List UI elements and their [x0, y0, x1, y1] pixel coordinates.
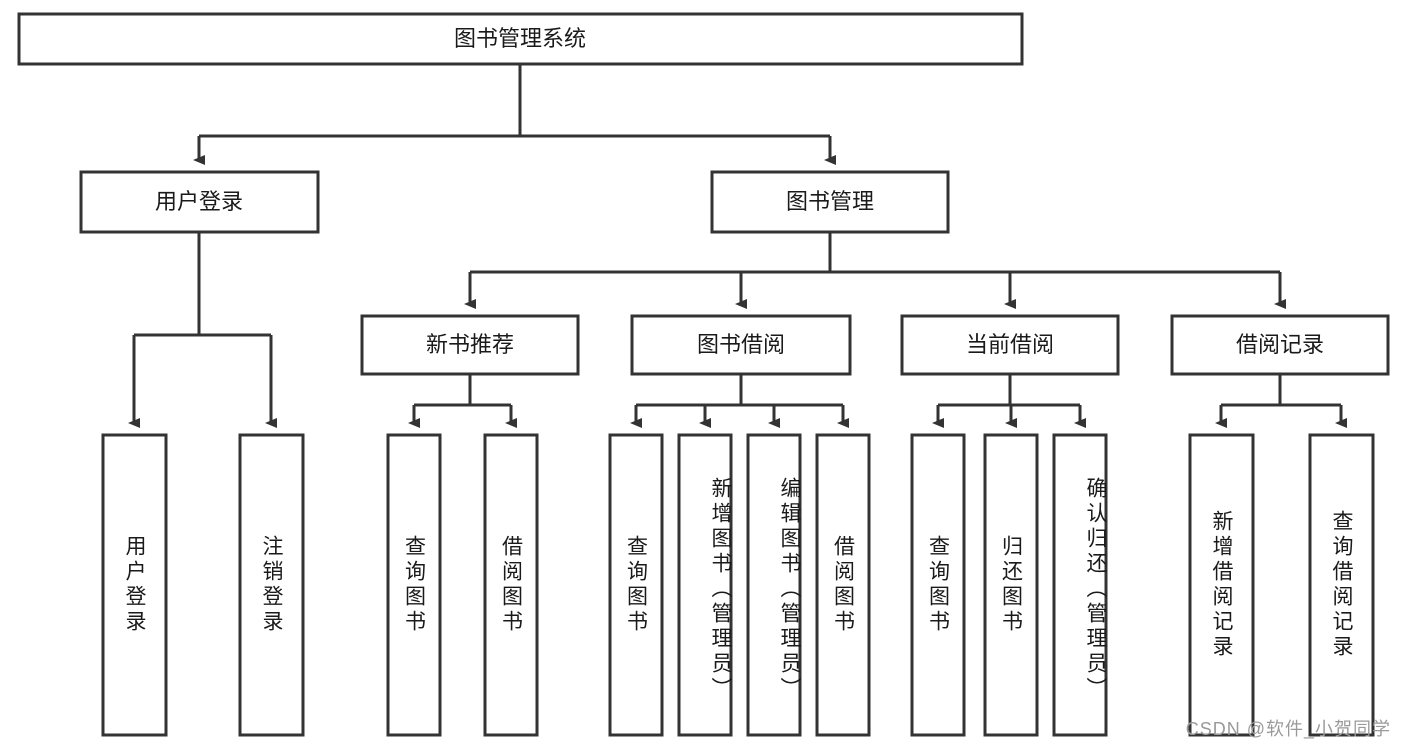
- node-new-book-recommend-label: 新书推荐: [426, 332, 514, 357]
- node-current-borrow[interactable]: 当前借阅: [900, 314, 1120, 376]
- connectors: [128, 64, 1347, 428]
- leaf-box-edit-book-admin[interactable]: [746, 433, 802, 737]
- csdn-watermark: CSDN @软件_小贺同学: [1185, 719, 1391, 739]
- leaf-box-add-borrow-record[interactable]: [1188, 433, 1255, 737]
- node-book-management-box: [710, 170, 950, 234]
- node-borrow-records-label: 借阅记录: [1236, 332, 1324, 357]
- leaf-box-add-book-admin[interactable]: [677, 433, 733, 737]
- leaf-box-borrow-book-rec[interactable]: [483, 433, 539, 737]
- leaf-box-borrow-book[interactable]: [815, 433, 871, 737]
- node-root-box: [17, 12, 1024, 66]
- leaf-box-query-book-rec[interactable]: [386, 433, 442, 737]
- node-new-book-recommend-box: [360, 314, 580, 376]
- node-book-borrow-label: 图书借阅: [697, 332, 785, 357]
- node-current-borrow-label: 当前借阅: [966, 332, 1054, 357]
- node-root[interactable]: 图书管理系统: [17, 12, 1024, 66]
- node-root-label: 图书管理系统: [454, 26, 586, 51]
- leaf-box-query-borrow-record[interactable]: [1308, 433, 1375, 737]
- leaf-box-query-book-current[interactable]: [910, 433, 966, 737]
- leaf-box-logout-login[interactable]: [238, 433, 305, 737]
- node-book-management-label: 图书管理: [786, 189, 874, 214]
- node-new-book-recommend[interactable]: 新书推荐: [360, 314, 580, 376]
- node-book-management[interactable]: 图书管理: [710, 170, 950, 234]
- node-user-login-label: 用户登录: [155, 189, 243, 214]
- leaf-boxes: [101, 433, 1375, 737]
- leaf-box-user-login[interactable]: [101, 433, 168, 737]
- node-book-borrow[interactable]: 图书借阅: [630, 314, 852, 376]
- node-user-login-box: [79, 170, 320, 234]
- node-current-borrow-box: [900, 314, 1120, 376]
- leaf-box-return-book[interactable]: [983, 433, 1039, 737]
- leaf-box-query-book-borrow[interactable]: [608, 433, 664, 737]
- node-book-borrow-box: [630, 314, 852, 376]
- node-borrow-records[interactable]: 借阅记录: [1170, 314, 1390, 376]
- leaf-box-confirm-return-admin[interactable]: [1052, 433, 1108, 737]
- node-user-login[interactable]: 用户登录: [79, 170, 320, 234]
- node-borrow-records-box: [1170, 314, 1390, 376]
